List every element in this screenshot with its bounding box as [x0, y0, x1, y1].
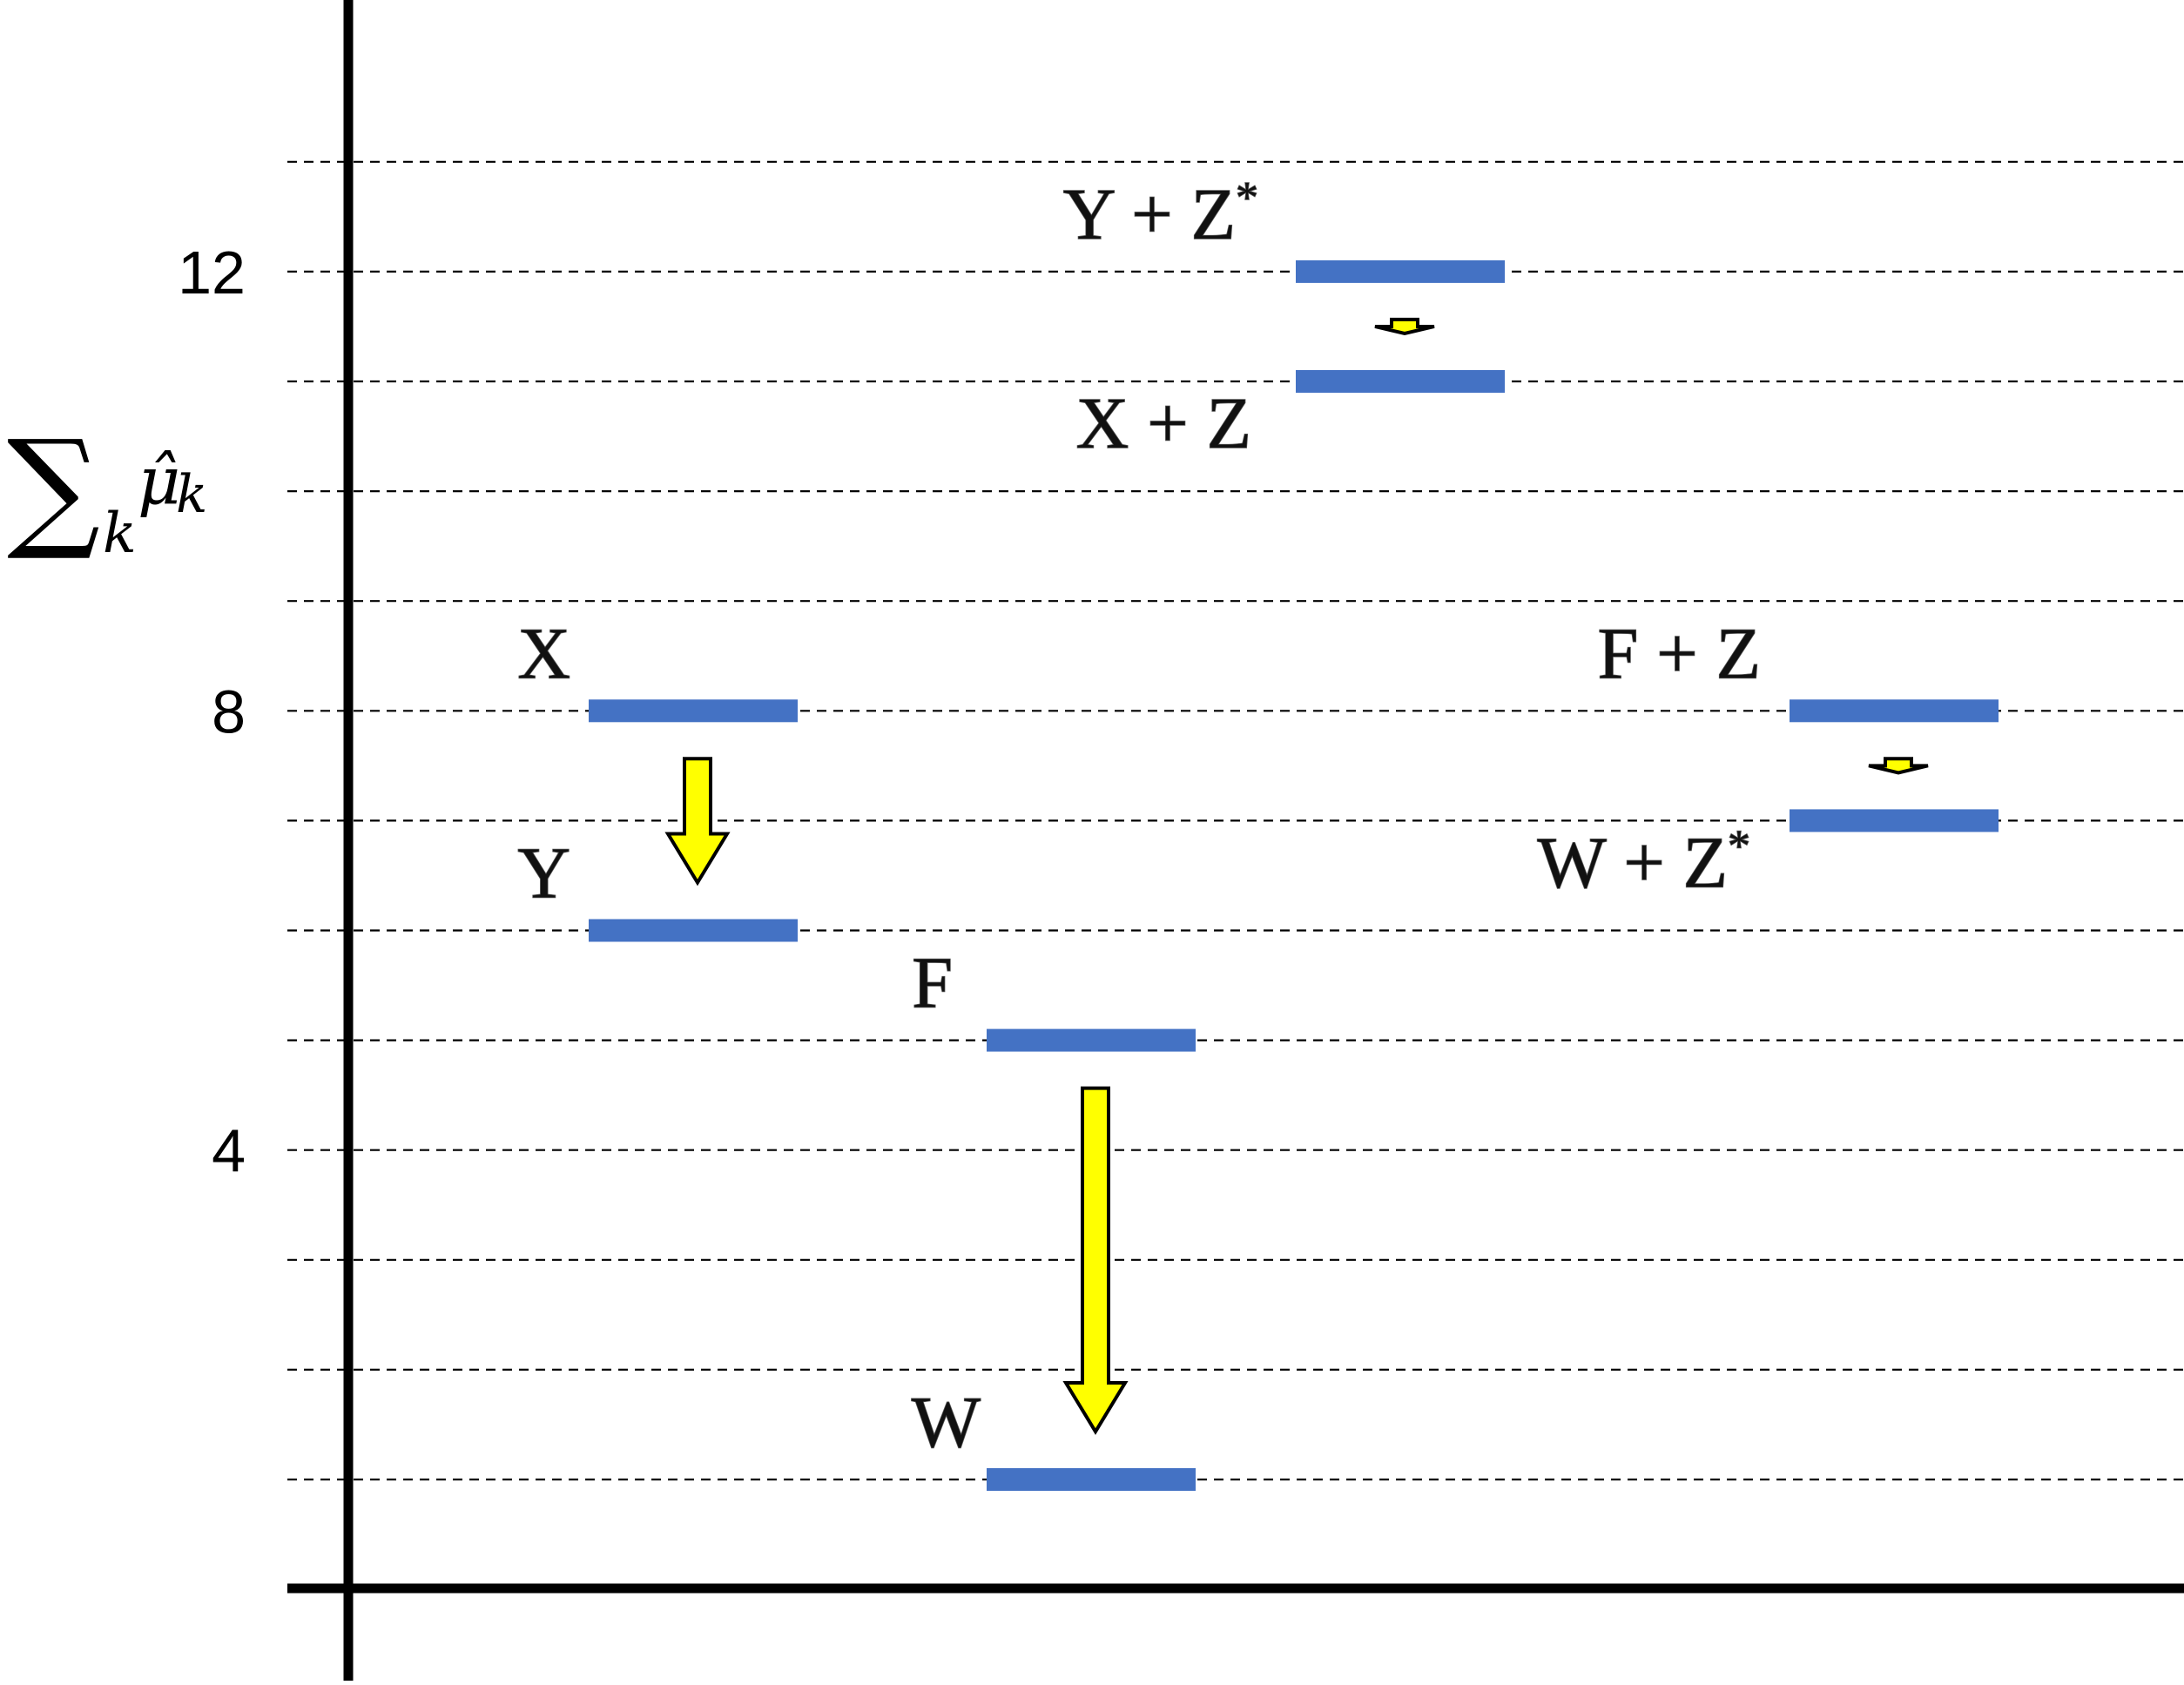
- y-tick-label: 4: [212, 1117, 246, 1185]
- y-tick-label: 8: [212, 677, 246, 745]
- energy-level-bar: [987, 1468, 1196, 1491]
- energy-level-bar: [1296, 259, 1505, 283]
- level-label: F: [912, 943, 953, 1024]
- transition-arrow: [1062, 1086, 1129, 1435]
- transition-arrow: [664, 757, 731, 886]
- level-label: W: [912, 1382, 981, 1463]
- level-label: Y: [517, 833, 570, 914]
- level-label-star: *: [1728, 821, 1750, 871]
- energy-level-bar: [589, 699, 798, 723]
- y-tick-labels: 4 8 12: [178, 239, 246, 1185]
- level-label: X: [517, 613, 570, 694]
- transition-arrow: [1374, 317, 1435, 336]
- level-label: F + Z: [1598, 613, 1761, 694]
- y-axis-mu-subscript: k: [176, 464, 207, 525]
- energy-levels: [589, 259, 1999, 1491]
- energy-level-bar: [1296, 370, 1505, 393]
- y-axis-sum-symbol: ∑: [7, 413, 100, 564]
- energy-level-bar: [987, 1028, 1196, 1052]
- level-label: X + Z: [1076, 383, 1251, 464]
- axes: [287, 0, 2184, 1681]
- energy-level-bar: [1790, 809, 1999, 832]
- transition-arrow: [1868, 757, 1929, 775]
- y-axis-label: ∑ k μ̂ k: [7, 413, 207, 566]
- transition-arrows: [664, 317, 1929, 1435]
- level-label-star: *: [1236, 173, 1258, 223]
- energy-level-bar: [1790, 699, 1999, 723]
- y-tick-label: 12: [178, 239, 246, 307]
- y-axis-sum-subscript: k: [103, 502, 137, 566]
- level-label: Y + Z*: [1063, 173, 1258, 255]
- energy-level-bar: [589, 919, 798, 942]
- level-labels: X Y F W Y + Z* X + Z F + Z W + Z*: [517, 172, 1762, 1464]
- level-label: W + Z*: [1538, 821, 1750, 903]
- y-axis-mu-symbol: μ̂: [138, 441, 180, 519]
